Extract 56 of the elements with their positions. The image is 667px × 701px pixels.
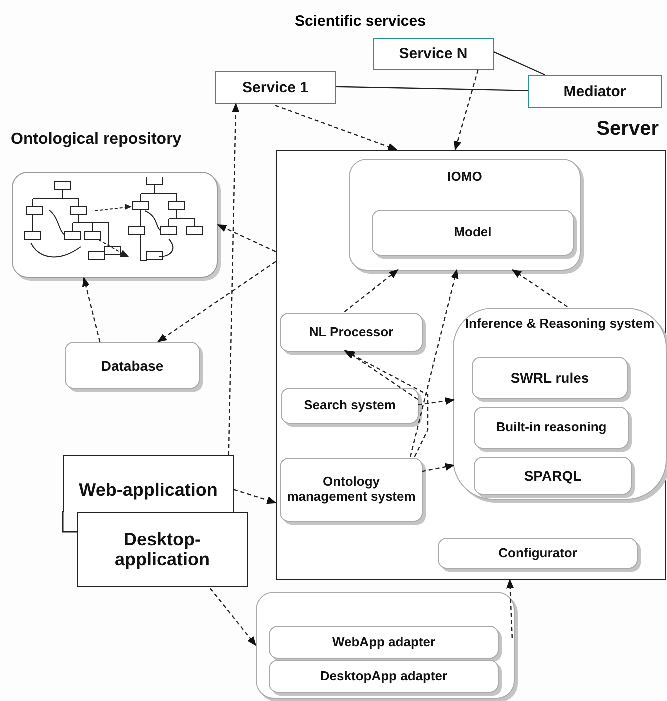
component-box bbox=[269, 626, 499, 659]
node-label: Database bbox=[100, 357, 165, 374]
panel-heading: Server bbox=[596, 118, 659, 141]
connector-arrow bbox=[506, 579, 514, 638]
node-label: SPARQL bbox=[523, 468, 583, 484]
component-box bbox=[280, 313, 423, 352]
node-label: Inference & Reasoning system bbox=[464, 317, 656, 332]
application-box bbox=[63, 455, 234, 512]
node-label: DesktopApp adapter bbox=[319, 669, 449, 684]
component-box bbox=[280, 458, 423, 522]
node-label: Web-application bbox=[78, 480, 219, 501]
connector-arrow bbox=[344, 269, 399, 312]
connector-arrow bbox=[275, 105, 398, 151]
connector-arrow bbox=[228, 103, 240, 456]
component-box bbox=[269, 660, 499, 693]
connector-arrow bbox=[345, 350, 418, 400]
module-panel bbox=[349, 159, 581, 271]
connector-arrow bbox=[344, 350, 429, 458]
panel-heading: Ontological repository bbox=[11, 131, 182, 150]
node-label: IOMO bbox=[446, 170, 484, 185]
service-box bbox=[528, 75, 662, 108]
component-box bbox=[438, 538, 638, 569]
connector-arrow bbox=[454, 70, 479, 151]
component-box bbox=[474, 457, 632, 495]
component-box bbox=[474, 407, 629, 449]
connector-arrow bbox=[422, 463, 456, 472]
node-label: Mediator bbox=[562, 82, 628, 100]
node-label: Service 1 bbox=[242, 78, 310, 96]
application-box bbox=[77, 512, 248, 587]
connector-arrow bbox=[82, 277, 101, 342]
service-box bbox=[373, 38, 494, 70]
connector-arrow bbox=[512, 269, 568, 308]
component-box bbox=[65, 342, 200, 389]
node-label: Search system bbox=[303, 398, 397, 414]
connector-arrow bbox=[234, 489, 277, 504]
service-box bbox=[215, 71, 336, 104]
connector-arrow bbox=[410, 269, 459, 458]
connector-arrow bbox=[210, 588, 257, 646]
component-box bbox=[372, 210, 574, 256]
node-label: NL Processor bbox=[308, 325, 395, 340]
node-label: SWRL rules bbox=[510, 370, 590, 386]
connector-arrow bbox=[217, 224, 276, 252]
adapter-panel bbox=[256, 592, 515, 699]
node-label: Desktop-application bbox=[114, 528, 211, 570]
connector-arrow bbox=[157, 261, 276, 343]
component-box bbox=[281, 388, 419, 424]
connector-arrow bbox=[418, 397, 456, 406]
subsystem-panel bbox=[453, 308, 667, 500]
group-heading: Scientific services bbox=[295, 13, 426, 30]
node-label: Ontology management system bbox=[286, 475, 417, 505]
node-label: Service N bbox=[398, 45, 469, 63]
node-label: Configurator bbox=[498, 546, 578, 561]
component-box bbox=[472, 357, 628, 399]
node-label: Built-in reasoning bbox=[495, 420, 608, 436]
node-label: Model bbox=[453, 226, 493, 240]
node-label: WebApp adapter bbox=[331, 635, 437, 650]
